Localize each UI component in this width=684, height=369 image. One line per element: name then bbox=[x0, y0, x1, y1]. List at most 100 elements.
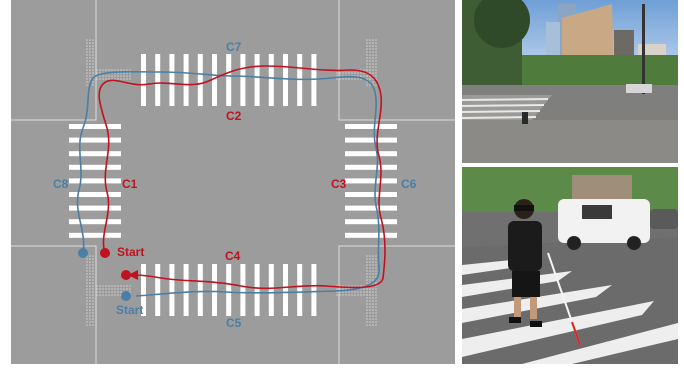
tactile-dot bbox=[89, 60, 91, 62]
tactile-dot bbox=[351, 78, 353, 80]
tactile-dot bbox=[129, 291, 131, 293]
tactile-dot bbox=[372, 270, 374, 272]
tactile-dot bbox=[372, 291, 374, 293]
tactile-dot bbox=[129, 69, 131, 71]
tactile-dot bbox=[89, 321, 91, 323]
bottom-stripe bbox=[197, 264, 203, 316]
tactile-dot bbox=[369, 264, 371, 266]
tactile-dot bbox=[369, 72, 371, 74]
stripe-2 bbox=[462, 104, 545, 107]
tactile-dot bbox=[372, 66, 374, 68]
tactile-dot bbox=[95, 315, 97, 317]
tactile-dot bbox=[366, 42, 368, 44]
tactile-dot bbox=[95, 66, 97, 68]
tactile-dot bbox=[95, 273, 97, 275]
tactile-dot bbox=[89, 39, 91, 41]
tactile-dot bbox=[89, 291, 91, 293]
tactile-dot bbox=[375, 75, 377, 77]
tactile-dot bbox=[366, 258, 368, 260]
bottom-stripe bbox=[183, 264, 189, 316]
tactile-dot bbox=[369, 321, 371, 323]
tactile-dot bbox=[86, 48, 88, 50]
tactile-dot bbox=[95, 279, 97, 281]
bottom-stripe bbox=[169, 264, 175, 316]
tactile-dot bbox=[95, 321, 97, 323]
tactile-dot bbox=[360, 285, 362, 287]
top-stripe bbox=[283, 54, 288, 106]
tactile-dot bbox=[129, 288, 131, 290]
parked-car bbox=[626, 84, 652, 93]
tactile-dot bbox=[95, 48, 97, 50]
leg-right bbox=[530, 297, 537, 319]
tactile-dot bbox=[339, 72, 341, 74]
tactile-dot bbox=[366, 309, 368, 311]
tactile-dot bbox=[86, 294, 88, 296]
tactile-dot bbox=[99, 75, 101, 77]
road-line-top-right bbox=[338, 0, 455, 121]
tactile-dot bbox=[375, 309, 377, 311]
tactile-dot bbox=[86, 45, 88, 47]
tactile-dot bbox=[366, 75, 368, 77]
tactile-dot bbox=[372, 267, 374, 269]
tactile-dot bbox=[342, 294, 344, 296]
right-stripe bbox=[345, 124, 397, 129]
tactile-dot bbox=[120, 288, 122, 290]
tactile-dot bbox=[111, 294, 113, 296]
tactile-dot bbox=[89, 45, 91, 47]
tactile-dot bbox=[372, 258, 374, 260]
tactile-dot bbox=[99, 294, 101, 296]
tactile-dot bbox=[366, 270, 368, 272]
tactile-dot bbox=[86, 309, 88, 311]
bottom-stripe bbox=[141, 264, 146, 316]
tactile-dot bbox=[369, 261, 371, 263]
tactile-dot bbox=[92, 42, 94, 44]
tactile-dot bbox=[86, 60, 88, 62]
tactile-dot bbox=[345, 291, 347, 293]
stripe-1 bbox=[462, 98, 549, 101]
tactile-dot bbox=[357, 75, 359, 77]
tactile-dot bbox=[99, 291, 101, 293]
tactile-dot bbox=[366, 306, 368, 308]
right-stripe bbox=[345, 232, 397, 238]
tactile-dot bbox=[89, 42, 91, 44]
red-start-marker bbox=[100, 248, 110, 258]
tactile-dot bbox=[372, 309, 374, 311]
crosswalk-left bbox=[69, 124, 121, 238]
tactile-dot bbox=[369, 267, 371, 269]
tactile-dot bbox=[369, 294, 371, 296]
tactile-dot bbox=[86, 39, 88, 41]
tactile-dot bbox=[105, 288, 107, 290]
tactile-dot bbox=[366, 54, 368, 56]
tactile-dot bbox=[86, 261, 88, 263]
tactile-dot bbox=[117, 69, 119, 71]
tactile-dot bbox=[89, 318, 91, 320]
tactile-dot bbox=[92, 276, 94, 278]
tactile-dot bbox=[366, 69, 368, 71]
tactile-dot bbox=[375, 255, 377, 257]
tactile-dot bbox=[92, 75, 94, 77]
tactile-dot bbox=[99, 69, 101, 71]
tree-row bbox=[522, 55, 678, 85]
sidewalk-tiles bbox=[462, 120, 678, 163]
tactile-dot bbox=[375, 300, 377, 302]
tactile-dot bbox=[102, 294, 104, 296]
intersection-diagram: C7 C2 C8 C1 C3 C6 C4 C5 Start Start bbox=[11, 0, 455, 364]
intersection-map: C7 C2 C8 C1 C3 C6 C4 C5 Start Start bbox=[11, 0, 455, 364]
tactile-dot bbox=[375, 282, 377, 284]
tactile-dot bbox=[92, 255, 94, 257]
left-stripe bbox=[69, 205, 121, 211]
tactile-dot bbox=[86, 321, 88, 323]
tactile-dot bbox=[372, 324, 374, 326]
tactile-dot bbox=[372, 297, 374, 299]
tactile-dot bbox=[96, 294, 98, 296]
tactile-dot bbox=[95, 45, 97, 47]
tactile-dot bbox=[86, 81, 88, 83]
tactile-dot bbox=[366, 312, 368, 314]
tactile-dot bbox=[372, 81, 374, 83]
tactile-dot bbox=[92, 300, 94, 302]
tactile-dot bbox=[342, 291, 344, 293]
van-wheel-front bbox=[567, 236, 581, 250]
tactile-dot bbox=[375, 303, 377, 305]
tactile-dot bbox=[357, 285, 359, 287]
tactile-dot bbox=[348, 291, 350, 293]
